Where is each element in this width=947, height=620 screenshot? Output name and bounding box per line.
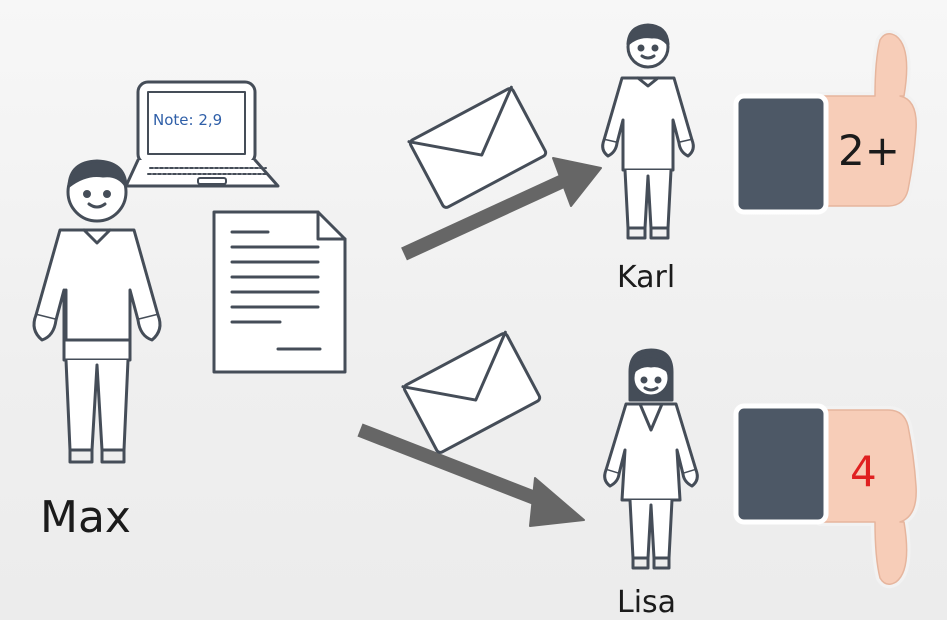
envelope-icon [407,85,548,209]
document-icon [212,210,347,374]
thumbs-down-icon [733,403,921,589]
name-lisa: Lisa [617,585,677,620]
envelope-icon [401,330,542,454]
grade-karl: 2+ [838,126,900,175]
laptop-icon [124,80,280,188]
arrow-icon [401,157,602,261]
name-max: Max [40,492,131,543]
person-icon [32,159,162,464]
arrow-icon [357,423,585,527]
grade-lisa: 4 [850,447,877,496]
laptop-screen-text: Note: 2,9 [153,111,223,129]
name-karl: Karl [617,260,676,295]
person-icon [603,348,699,570]
person-icon [601,23,695,240]
thumbs-up-icon [733,29,921,215]
